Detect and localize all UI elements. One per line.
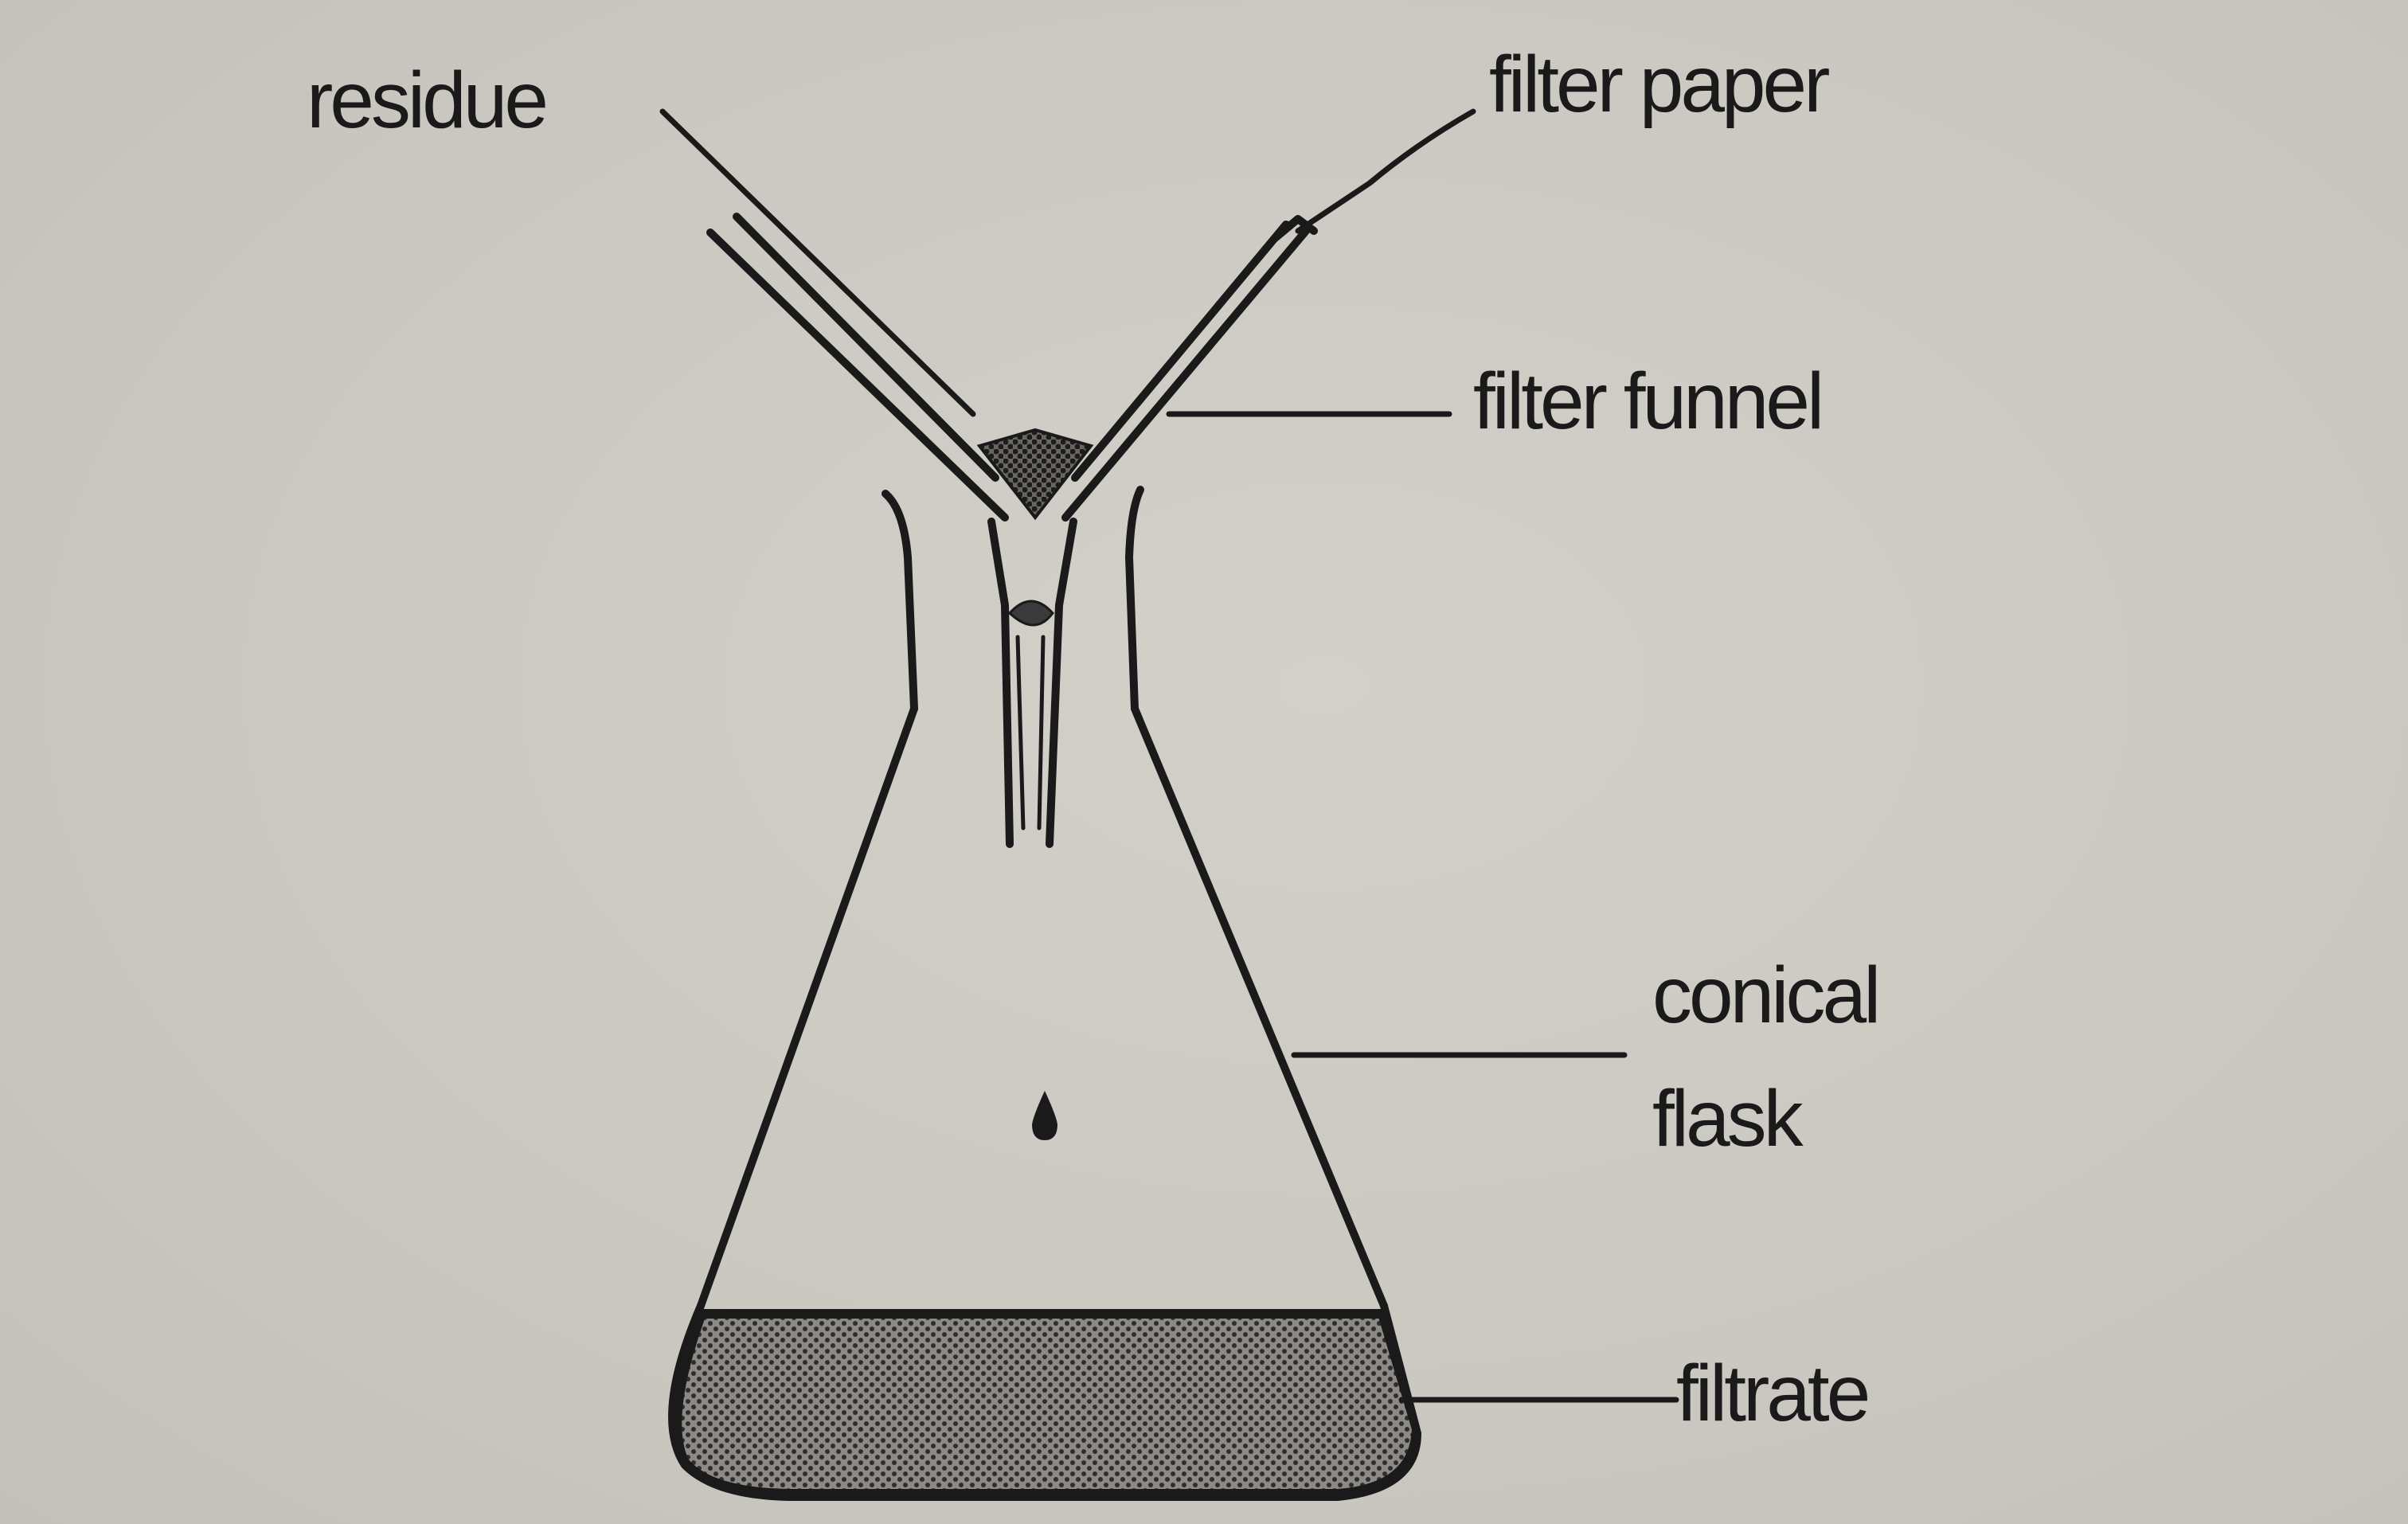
stem-drip xyxy=(1007,600,1054,627)
filter-funnel xyxy=(706,213,1318,848)
filter-paper-label: filter paper xyxy=(1489,40,1830,129)
filter-paper-leader xyxy=(1295,108,1476,234)
falling-drop xyxy=(1032,1091,1057,1140)
residue-leader xyxy=(659,108,976,417)
filter-funnel-label: filter funnel xyxy=(1473,357,1824,446)
conical-flask-label-line1: conical xyxy=(1652,951,1881,1040)
leader-lines xyxy=(659,108,1679,1403)
filtrate-liquid xyxy=(674,1310,1421,1497)
residue-deposit xyxy=(976,428,1094,521)
conical-flask-label-line2: flask xyxy=(1652,1074,1804,1163)
residue-label: residue xyxy=(307,56,549,145)
filtrate-label: filtrate xyxy=(1676,1349,1870,1438)
